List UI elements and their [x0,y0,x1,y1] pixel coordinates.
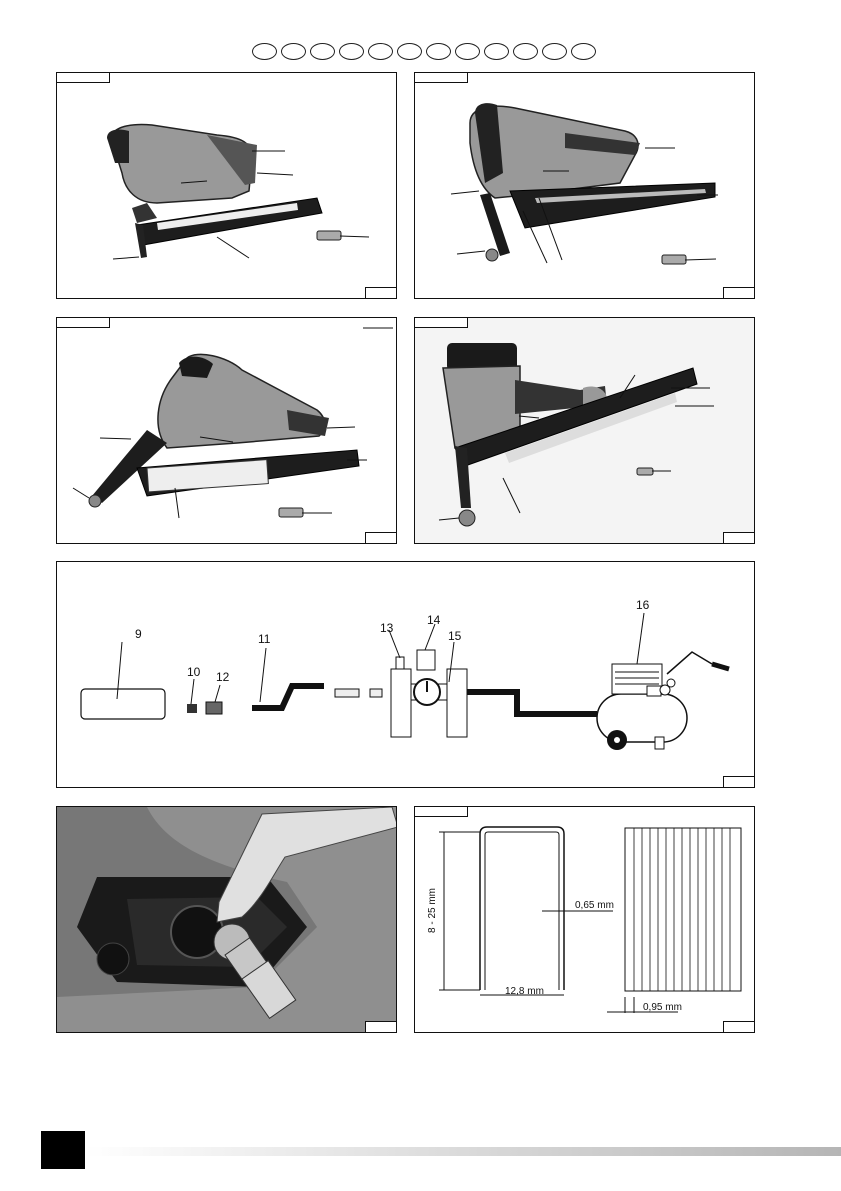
staple-dimension-diagram: 8 - 25 mm 0,65 mm 12,8 mm 0,95 mm [415,807,755,1033]
framing-nailer-illustration [415,318,755,544]
wire-label: 0,65 mm [575,900,614,911]
height-label: 8 - 25 mm [427,888,438,933]
footer-gradient-bar [85,1147,841,1156]
thickness-label: 0,95 mm [643,1002,682,1013]
label-9: 9 [135,627,142,641]
coupler-install-photo [57,807,397,1033]
language-oval [542,43,567,60]
label-10: 10 [187,665,201,679]
language-oval [455,43,480,60]
figure-corner-box [723,287,755,299]
label-15: 15 [448,629,462,643]
stapler-illustration [57,73,397,299]
figure-corner-box [365,532,397,544]
figure-stapler [56,72,397,299]
figure-corner-box [723,776,755,788]
language-oval [484,43,509,60]
figure-air-system: 9 10 12 11 13 14 15 [56,561,755,788]
language-oval [571,43,596,60]
air-system-diagram: 9 10 12 11 13 14 15 [57,562,755,788]
brad-nailer-illustration [415,73,755,299]
figure-corner-box [723,532,755,544]
language-oval [368,43,393,60]
label-16: 16 [636,598,650,612]
language-oval [310,43,335,60]
label-14: 14 [427,613,441,627]
language-oval [397,43,422,60]
page-number-block [41,1131,85,1169]
language-oval [281,43,306,60]
language-oval [513,43,538,60]
label-13: 13 [380,621,394,635]
language-oval [252,43,277,60]
label-12: 12 [216,670,230,684]
label-11: 11 [258,632,271,646]
language-selector-ovals [252,43,596,60]
figure-brad-nailer [414,72,755,299]
width-label: 12,8 mm [505,986,544,997]
figure-framing-nailer [414,317,755,544]
figure-corner-box [365,1021,397,1033]
language-oval [339,43,364,60]
language-oval [426,43,451,60]
figure-corner-box [723,1021,755,1033]
figure-coupler-install [56,806,397,1033]
figure-staple-dimensions: 8 - 25 mm 0,65 mm 12,8 mm 0,95 mm [414,806,755,1033]
figure-corner-box [365,287,397,299]
figure-finish-nailer [56,317,397,544]
finish-nailer-illustration [57,318,397,544]
